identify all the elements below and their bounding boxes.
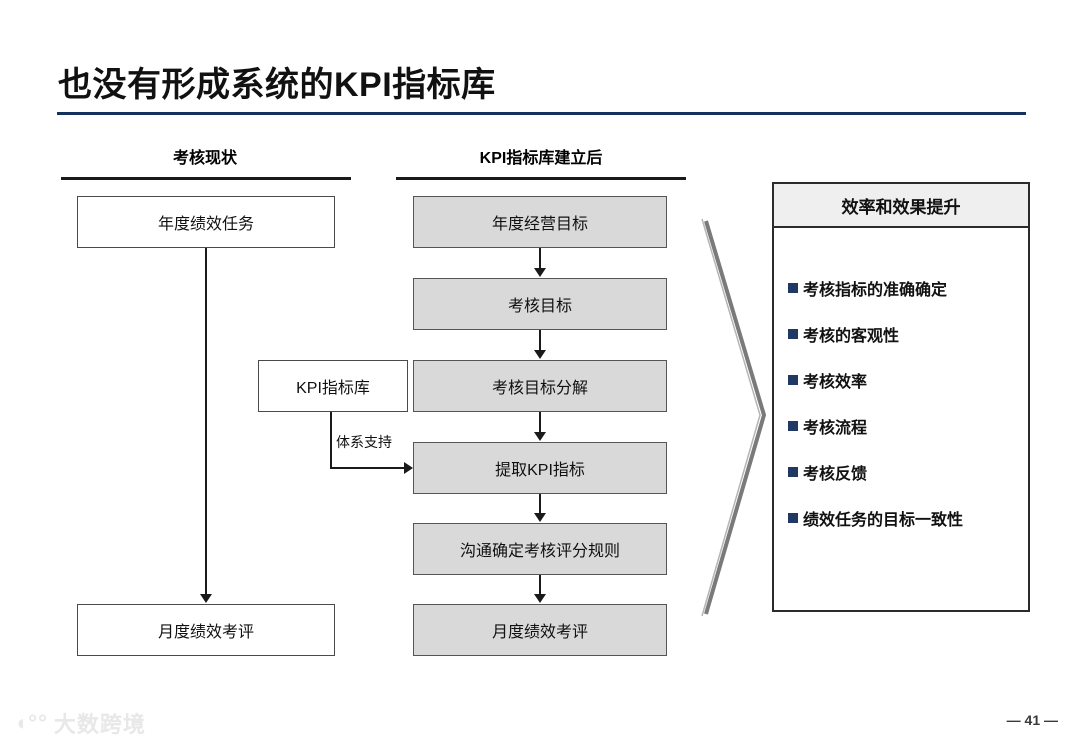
arrow-down-icon bbox=[534, 268, 546, 277]
column-heading-left: 考核现状 bbox=[172, 150, 237, 167]
list-item-label: 考核效率 bbox=[803, 374, 868, 391]
bullet-square-icon bbox=[788, 421, 798, 431]
connector-label-system-support: 体系支持 bbox=[336, 434, 392, 450]
flow-box-center-5[interactable]: 沟通确定考核评分规则 bbox=[413, 523, 667, 575]
flow-box-center-4[interactable]: 提取KPI指标 bbox=[413, 442, 667, 494]
list-item: 考核效率 bbox=[788, 368, 1028, 392]
flow-box-left-1[interactable]: 年度绩效任务 bbox=[77, 196, 335, 248]
list-item-label: 绩效任务的目标一致性 bbox=[803, 512, 964, 529]
arrow-right-icon bbox=[404, 462, 413, 474]
list-item-label: 考核流程 bbox=[803, 420, 868, 437]
page-title: 也没有形成系统的KPI指标库 bbox=[58, 66, 496, 104]
connector-left-vertical bbox=[205, 248, 207, 596]
arrow-down-icon bbox=[534, 350, 546, 359]
arrow-down-icon bbox=[534, 594, 546, 603]
watermark-logo: ◖°° 大数跨境 bbox=[14, 707, 146, 739]
flow-box-center-2[interactable]: 考核目标 bbox=[413, 278, 667, 330]
arrow-down-icon bbox=[200, 594, 212, 603]
results-panel-header: 效率和效果提升 bbox=[774, 184, 1028, 228]
flow-box-center-6[interactable]: 月度绩效考评 bbox=[413, 604, 667, 656]
column-divider-right bbox=[396, 177, 686, 180]
connector-center-2 bbox=[539, 330, 541, 351]
bullet-square-icon bbox=[788, 329, 798, 339]
connector-center-5 bbox=[539, 575, 541, 595]
connector-center-3 bbox=[539, 412, 541, 433]
bullet-square-icon bbox=[788, 467, 798, 477]
watermark-label: 大数跨境 bbox=[53, 712, 146, 737]
connector-center-1 bbox=[539, 248, 541, 269]
list-item-label: 考核反馈 bbox=[803, 466, 868, 483]
results-bullet-list: 考核指标的准确确定 考核的客观性 考核效率 考核流程 考核反馈 绩效任务的目标一… bbox=[774, 228, 1028, 530]
list-item-label: 考核指标的准确确定 bbox=[803, 282, 948, 299]
arrow-down-icon bbox=[534, 513, 546, 522]
title-divider bbox=[57, 112, 1026, 115]
list-item: 考核反馈 bbox=[788, 460, 1028, 484]
bullet-square-icon bbox=[788, 513, 798, 523]
page-number: — 41 — bbox=[1006, 712, 1058, 728]
list-item: 考核的客观性 bbox=[788, 322, 1028, 346]
flow-box-center-1[interactable]: 年度经营目标 bbox=[413, 196, 667, 248]
connector-kpi-horizontal bbox=[330, 467, 406, 469]
results-panel: 效率和效果提升 考核指标的准确确定 考核的客观性 考核效率 考核流程 考核反馈 bbox=[772, 182, 1030, 612]
flow-box-center-3[interactable]: 考核目标分解 bbox=[413, 360, 667, 412]
list-item-label: 考核的客观性 bbox=[803, 328, 900, 345]
connector-kpi-vertical bbox=[330, 412, 332, 468]
chevron-arrow-icon bbox=[701, 218, 767, 617]
connector-center-4 bbox=[539, 494, 541, 514]
column-divider-left bbox=[61, 177, 351, 180]
flow-box-left-2[interactable]: 月度绩效考评 bbox=[77, 604, 335, 656]
kpi-library-box[interactable]: KPI指标库 bbox=[258, 360, 408, 412]
bullet-square-icon bbox=[788, 375, 798, 385]
arrow-down-icon bbox=[534, 432, 546, 441]
bullet-square-icon bbox=[788, 283, 798, 293]
logo-glyph-icon: ◖°° bbox=[14, 710, 48, 735]
list-item: 绩效任务的目标一致性 bbox=[788, 506, 1028, 530]
list-item: 考核流程 bbox=[788, 414, 1028, 438]
list-item: 考核指标的准确确定 bbox=[788, 276, 1028, 300]
column-heading-right: KPI指标库建立后 bbox=[479, 150, 603, 167]
